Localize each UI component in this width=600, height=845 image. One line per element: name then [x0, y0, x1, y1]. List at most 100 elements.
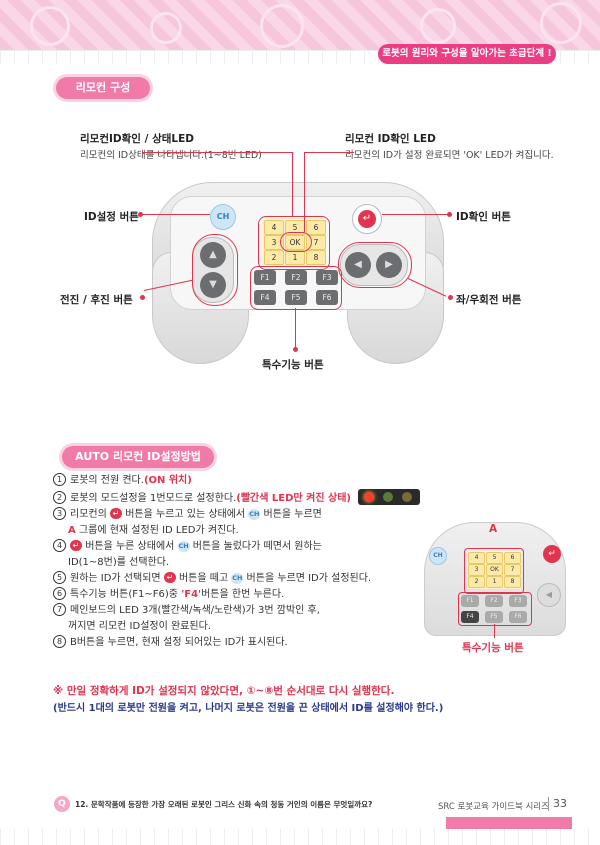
mini-f4: F4	[461, 611, 479, 623]
led-1: 1	[285, 250, 305, 265]
callout-box-led	[258, 216, 330, 270]
ch-icon: CH	[231, 573, 244, 584]
header-tagline: 로봇의 원리와 구성을 알아가는 초급단계 !	[378, 44, 556, 64]
leader-line	[142, 152, 292, 153]
footer-series: SRC 로봇교육 가이드북 시리즈	[438, 802, 549, 812]
gear-icon	[150, 12, 182, 44]
note-text: (반드시 1대의 로봇만 전원을 켜고, 나머지 로봇은 전원을 끈 상태에서 …	[53, 703, 444, 714]
led-2: 2	[264, 250, 284, 265]
id-check-button[interactable]: ↵	[352, 204, 382, 234]
mini-callout-a	[464, 548, 524, 594]
leader-line	[295, 308, 296, 350]
led-6: 6	[306, 220, 326, 235]
mini-f5: F5	[485, 611, 503, 623]
f6-button[interactable]: F6	[316, 290, 338, 305]
ok-led-desc: 리모컨의 ID가 설정 완료되면 'OK' LED가 켜집니다.	[345, 150, 554, 161]
leader-dot	[138, 212, 143, 217]
footer-pink-bar	[446, 817, 572, 829]
special-callout: 특수기능 버튼	[262, 359, 324, 371]
id-led-desc: 리모컨의 ID상태를 나타냅니다.(1~8번 LED)	[80, 150, 262, 161]
ch-icon: CH	[248, 509, 261, 520]
mini-led-7: 7	[504, 564, 521, 576]
step-7-cont: 꺼지면 리모컨 ID설정이 완료된다.	[68, 621, 211, 632]
mini-enter-arrow-icon: ↵	[543, 545, 561, 563]
enter-arrow-icon: ↵	[70, 540, 82, 551]
callout-box-f	[250, 266, 342, 310]
id-set-callout: ID설정 버튼	[84, 211, 139, 223]
leader-line	[304, 152, 305, 232]
ch-button[interactable]: CH	[210, 204, 236, 230]
mini-led-2: 2	[468, 576, 485, 588]
leader-dot	[293, 347, 298, 352]
mini-led-8: 8	[504, 576, 521, 588]
id-check-callout: ID확인 버튼	[456, 211, 511, 223]
step-4-cont: ID(1~8번)를 선택한다.	[68, 557, 170, 568]
f4-button[interactable]: F4	[254, 290, 276, 305]
mini-f2: F2	[485, 595, 503, 607]
footer-grid	[0, 829, 600, 845]
mini-led-1: 1	[486, 576, 503, 588]
left-right-callout: 좌/우회전 버튼	[456, 294, 522, 306]
enter-arrow-icon: ↵	[110, 508, 122, 519]
ok-led-label: 리모컨 ID확인 LED	[345, 133, 436, 145]
mini-label-a: A	[489, 523, 498, 535]
leader-line	[292, 152, 293, 216]
mini-f3: F3	[509, 595, 527, 607]
f1-button[interactable]: F1	[254, 270, 276, 285]
section-title-id-setup: AUTO 리모컨 ID설정방법	[62, 446, 214, 468]
mini-label-special: 특수기능 버튼	[462, 642, 524, 654]
f3-button[interactable]: F3	[316, 270, 338, 285]
mini-led-3: 3	[468, 564, 485, 576]
mini-ch-button: CH	[429, 547, 447, 565]
footer-question: 12. 문학작품에 등장한 가장 오래된 로봇인 그리스 신화 속의 청동 거인…	[75, 800, 373, 809]
footer-divider	[548, 797, 549, 811]
leader-line	[142, 214, 210, 215]
mini-left-turn-icon: ◀	[537, 583, 561, 607]
mini-f1: F1	[461, 595, 479, 607]
fwd-back-callout: 전진 / 후진 버튼	[60, 294, 133, 306]
mini-led-4: 4	[468, 552, 485, 564]
enter-arrow-icon: ↵	[163, 572, 176, 583]
header-banner	[0, 0, 600, 50]
led-4: 4	[264, 220, 284, 235]
step-4: 4↵ 버튼을 누른 상태에서 CH 버튼을 눌렀다가 떼면서 원하는	[53, 539, 420, 555]
section-title-remote-layout: 리모컨 구성	[56, 77, 150, 99]
ch-icon: CH	[177, 541, 190, 552]
gear-icon	[260, 4, 304, 48]
callout-box-leftright	[338, 242, 412, 288]
question-badge: Q	[54, 796, 70, 812]
callout-box-fwdback	[192, 234, 238, 306]
leader-dot	[447, 212, 452, 217]
f2-button[interactable]: F2	[285, 270, 307, 285]
mini-led-panel: 4 5 6 3 OK 7 2 1 8	[467, 551, 521, 589]
gear-icon	[540, 2, 582, 44]
leader-dot	[448, 295, 453, 300]
f5-button[interactable]: F5	[285, 290, 307, 305]
gear-icon	[30, 6, 70, 46]
red-led-icon	[364, 492, 375, 502]
warning-text: ※ 만일 정확하게 ID가 설정되지 않았다면, ①~⑧번 순서대로 다시 실행…	[53, 685, 395, 697]
leader-dot	[140, 295, 145, 300]
mini-f6: F6	[509, 611, 527, 623]
led-8: 8	[306, 250, 326, 265]
page-number: 33	[553, 797, 567, 810]
mini-controller: CH ↵ ◀ 4 5 6 3 OK 7 2 1 8 F1 F2 F3 F4 F5…	[424, 522, 566, 636]
leader-line	[382, 214, 448, 215]
enter-arrow-icon: ↵	[358, 210, 376, 228]
callout-box-ok	[280, 232, 312, 252]
step-3-cont: A 그룹에 현재 설정된 ID LED가 켜진다.	[68, 525, 239, 536]
mainboard-led-image	[358, 489, 421, 505]
mini-callout-f	[458, 592, 532, 626]
mini-led-ok: OK	[486, 564, 503, 576]
leader-line	[304, 152, 354, 153]
leader-line	[494, 624, 495, 638]
mini-led-6: 6	[504, 552, 521, 564]
